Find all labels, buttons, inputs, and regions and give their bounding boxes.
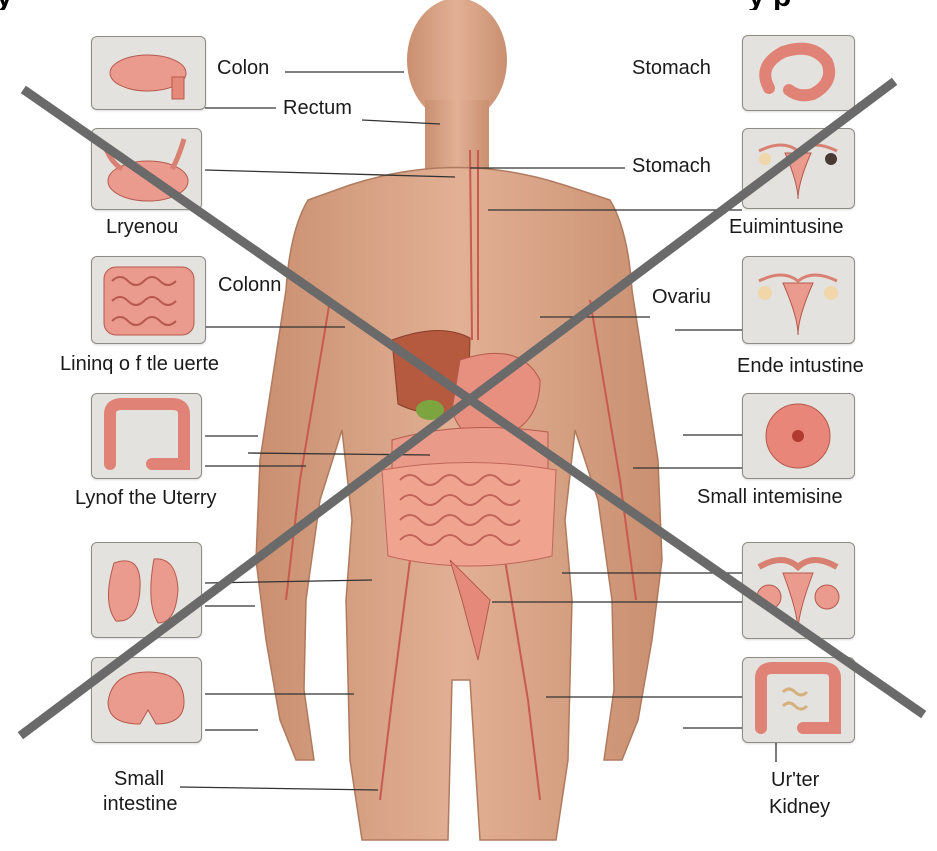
label-lryenou: Lryenou (106, 217, 178, 237)
label-lynof-uterry: Lynof the Uterry (75, 488, 217, 508)
large-intestine-organ-icon (92, 394, 201, 478)
small-intestine-organ-icon (92, 658, 201, 742)
label-lining-uerte: Lininq o f tle uerte (60, 354, 219, 374)
uterus-organ-icon (743, 129, 854, 208)
colon-organ-icon (92, 37, 205, 109)
panel-intestine-left (91, 256, 206, 344)
panel-colon (91, 36, 206, 110)
panel-stomach-top (742, 35, 855, 111)
panel-large-intestine-left (91, 393, 202, 479)
label-ende-intustine: Ende intustine (737, 356, 864, 376)
label-colonn: Colonn (218, 275, 281, 295)
panel-reproductive-right (742, 542, 855, 639)
large-intestine-organ-icon (743, 658, 854, 742)
label-urter: Ur'ter (771, 770, 819, 790)
label-euimintusine: Euimintusine (729, 217, 844, 237)
label-colon: Colon (217, 58, 269, 78)
panel-tissue (742, 393, 855, 479)
kidney-organ-icon (92, 543, 201, 637)
label-rectum: Rectum (283, 98, 352, 118)
uterus-organ-icon (743, 257, 854, 343)
panel-large-intestine-right (742, 657, 855, 743)
label-stomach-top: Stomach (632, 58, 711, 78)
panel-uterus-mid (742, 256, 855, 344)
tissue-circle-icon (743, 394, 854, 478)
label-ovariu: Ovariu (652, 287, 711, 307)
bladder-organ-icon (92, 129, 201, 209)
panel-uterus-top (742, 128, 855, 209)
panel-kidney-left (91, 542, 202, 638)
label-stomach-mid: Stomach (632, 156, 711, 176)
panel-small-intestine-left (91, 657, 202, 743)
label-small-left-line2: intestine (103, 794, 178, 814)
label-small-intemisine: Small intemisine (697, 487, 843, 507)
label-small-left-line1: Small (114, 769, 164, 789)
label-kidney: Kidney (769, 797, 830, 817)
panel-lryenou (91, 128, 202, 210)
intestine-organ-icon (92, 257, 205, 343)
reproductive-organ-icon (743, 543, 854, 638)
stomach-organ-icon (743, 36, 854, 110)
